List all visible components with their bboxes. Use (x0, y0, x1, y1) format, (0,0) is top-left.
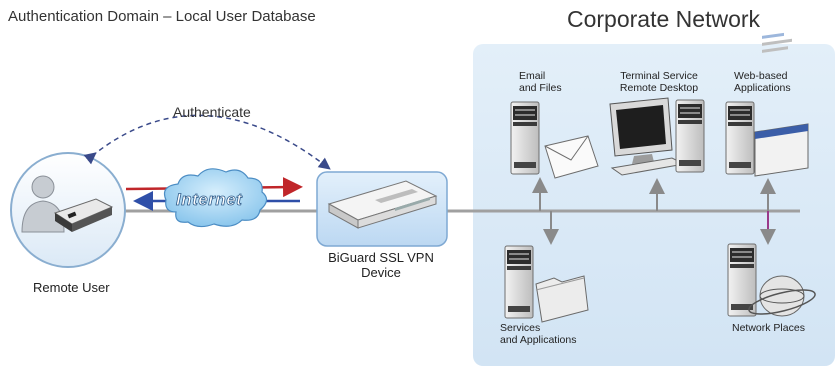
network-places-caption: Network Places (732, 322, 805, 334)
services-server (504, 245, 589, 323)
services-caption-line1: Services (500, 322, 541, 334)
authenticate-label: Authenticate (173, 104, 251, 120)
device-label-line2: Device (361, 265, 401, 280)
device-label: BiGuard SSL VPN Device (325, 250, 437, 280)
email-server (510, 101, 599, 179)
terminal-caption-line2: Remote Desktop (619, 82, 699, 94)
terminal-caption-line1: Terminal Service (620, 70, 698, 82)
terminal-caption: Terminal Service Remote Desktop (612, 70, 706, 94)
vpn-device-icon (327, 180, 438, 229)
web-caption: Web-based Applications (734, 70, 791, 94)
web-server (725, 32, 809, 177)
services-caption-line2: and Applications (500, 334, 577, 346)
email-caption: Email and Files (519, 70, 562, 94)
diagram-title: Authentication Domain – Local User Datab… (8, 8, 316, 25)
services-caption: Services and Applications (500, 322, 576, 346)
web-caption-line1: Web-based (734, 70, 788, 82)
internet-cloud (163, 168, 268, 228)
internet-label: Internet (176, 190, 243, 210)
remote-user-label: Remote User (33, 280, 110, 295)
network-places-caption-line1: Network Places (732, 322, 805, 334)
web-caption-line2: Applications (734, 82, 791, 94)
authenticate-arc (83, 114, 331, 170)
email-caption-line2: and Files (519, 82, 562, 94)
device-label-line1: BiGuard SSL VPN (328, 250, 434, 265)
terminal-server (609, 97, 705, 176)
network-places-server (727, 243, 816, 317)
email-caption-line1: Email (519, 70, 546, 82)
remote-user-icon (21, 175, 114, 233)
corporate-network-title: Corporate Network (567, 6, 761, 32)
